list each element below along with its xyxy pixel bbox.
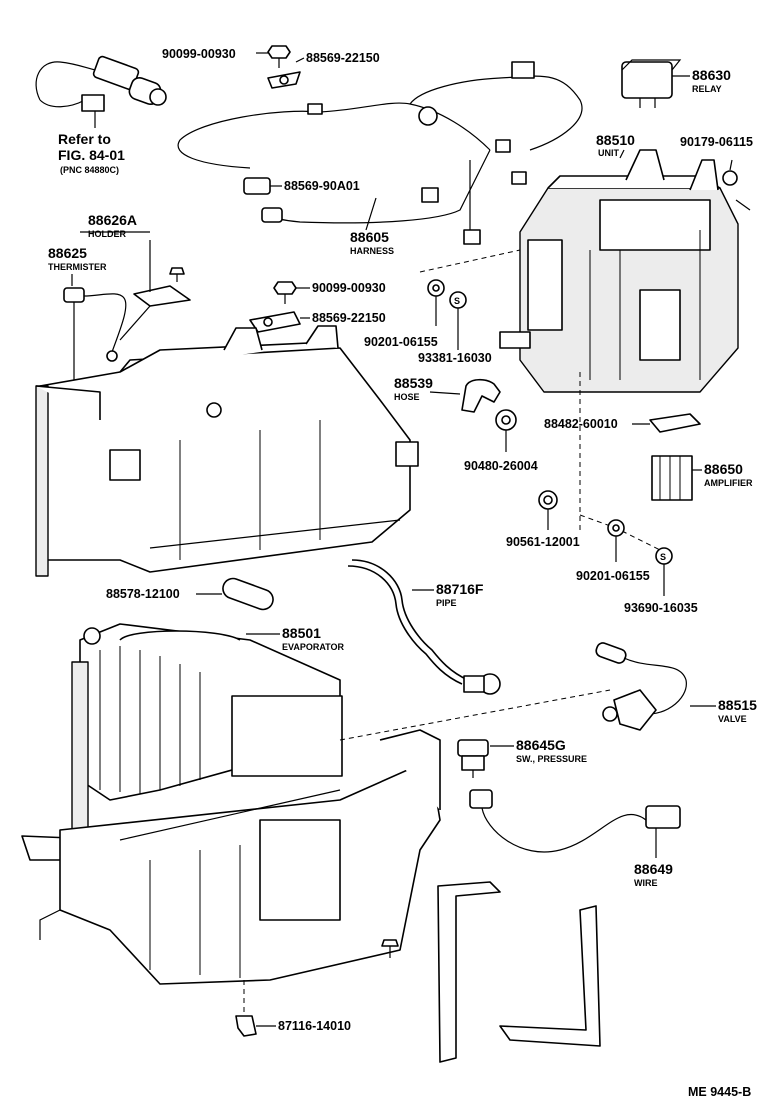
washer-90201-a [427,279,445,297]
label-90099-mid: 90099-00930 [312,281,386,295]
label-88716f: 88716F [436,581,484,597]
label-88649: 88649 [634,861,673,877]
grommet-90480 [495,409,517,431]
nut-90179 [722,170,738,186]
seal-93690: S [655,547,673,565]
label-88645g: 88645G [516,737,566,753]
label-pipe: PIPE [436,598,457,608]
label-harness: HARNESS [350,246,394,256]
refer-connector-assembly [35,55,167,128]
evaporator-88501 [79,623,343,801]
wire-88649 [469,789,681,853]
unit-88510 [499,149,751,393]
holder-88626a [119,240,191,341]
bolt-90099-mid [273,281,297,304]
clip-87116 [235,1015,257,1037]
pressure-switch-88645g [457,739,489,778]
nut-90561 [538,490,558,510]
label-88569-90a01: 88569-90A01 [284,179,360,193]
label-88501: 88501 [282,625,321,641]
label-88605: 88605 [350,229,389,245]
label-88569-22150-top: 88569-22150 [306,51,380,65]
label-88482: 88482-60010 [544,417,618,431]
bracket-88482 [649,413,701,433]
thermister-88625 [63,287,127,380]
label-fig-ref: FIG. 84-01 [58,147,125,163]
valve-88515 [595,642,687,731]
label-sw-pressure: SW., PRESSURE [516,754,587,764]
screw-small-bottom [381,939,399,958]
label-88539: 88539 [394,375,433,391]
lower-case-housing [21,661,441,985]
label-88626a: 88626A [88,212,137,228]
heater-unit-housing [35,325,419,577]
label-90201-b: 90201-06155 [576,569,650,583]
footer-code: ME 9445-B [688,1085,751,1099]
label-holder: HOLDER [88,229,127,239]
hose-88539 [461,378,501,413]
bolt-90099-top [267,45,291,68]
clip-88569-top [267,71,301,89]
svg-text:S: S [454,296,460,306]
label-refer-to: Refer to [58,131,111,147]
bracket-frames [437,881,601,1063]
label-88650: 88650 [704,461,743,477]
label-93381: 93381-16030 [418,351,492,365]
svg-text:S: S [660,552,666,562]
label-90179: 90179-06115 [680,135,753,149]
pipe-88716f [347,559,501,695]
label-88578: 88578-12100 [106,587,180,601]
label-wire: WIRE [634,878,658,888]
label-88569-22150-mid: 88569-22150 [312,311,386,325]
washer-90201-b [607,519,625,537]
screw-small-holder [169,267,185,282]
label-hose: HOSE [394,392,420,402]
label-88515: 88515 [718,697,757,713]
label-90201-a: 90201-06155 [364,335,438,349]
label-90480: 90480-26004 [464,459,538,473]
label-thermister: THERMISTER [48,262,107,272]
relay-88630 [621,59,682,108]
label-relay: RELAY [692,84,722,94]
label-evaporator: EVAPORATOR [282,642,345,652]
label-88510: 88510 [596,132,635,148]
amplifier-88650 [651,455,693,501]
label-amplifier: AMPLIFIER [704,478,753,488]
seal-93381: S [449,291,467,309]
label-unit: UNIT [598,148,619,158]
label-87116: 87116-14010 [278,1019,351,1033]
harness-88605 [177,61,583,245]
label-88625: 88625 [48,245,87,261]
tube-88578 [222,577,274,611]
label-88630: 88630 [692,67,731,83]
label-90561: 90561-12001 [506,535,580,549]
label-pnc-ref: (PNC 84880C) [60,165,119,175]
label-valve: VALVE [718,714,747,724]
label-93690: 93690-16035 [624,601,698,615]
label-90099-top: 90099-00930 [162,47,236,61]
clip-88569-mid [249,311,301,333]
